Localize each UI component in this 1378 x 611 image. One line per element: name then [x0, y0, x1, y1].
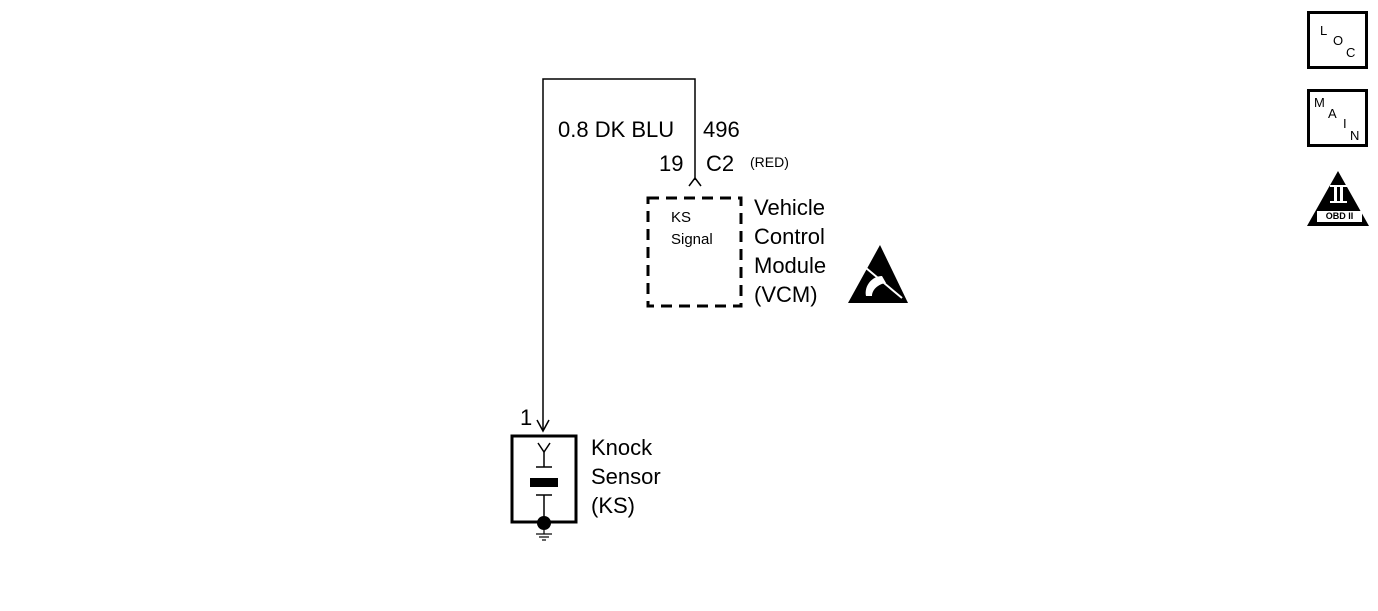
piezo-element-icon [530, 442, 558, 518]
circuit-number: 496 [703, 117, 740, 142]
main-letter-n: N [1350, 128, 1360, 143]
connector-color: (RED) [750, 154, 789, 170]
connector-chevron [688, 176, 702, 187]
knock-sensor-pin: 1 [520, 405, 533, 430]
obd-ii-icon[interactable] [1307, 171, 1369, 226]
main-letter-m: M [1314, 95, 1325, 110]
wire-gauge-color: 0.8 DK BLU [558, 117, 675, 142]
connector-name: C2 [706, 151, 735, 176]
wire-496 [542, 78, 696, 430]
knock-sensor-name-line-2: Sensor [591, 464, 661, 489]
connector-pin: 19 [659, 151, 684, 176]
knock-sensor-name-line-3: (KS) [591, 493, 635, 518]
vcm-name-line-4: (VCM) [754, 282, 818, 307]
vcm-terminal-label-ks: KS [671, 209, 692, 226]
loc-letter-o: O [1333, 33, 1344, 48]
main-letter-i: I [1343, 116, 1347, 131]
main-letter-a: A [1328, 106, 1337, 121]
esd-warning-icon [848, 245, 908, 303]
vcm-name-line-3: Module [754, 253, 827, 278]
loc-letter-l: L [1320, 23, 1328, 38]
ground-icon [536, 516, 552, 541]
wire-arrowhead [536, 419, 550, 433]
knock-sensor-name-line-1: Knock [591, 435, 653, 460]
vcm-terminal-label-signal: Signal [671, 231, 713, 248]
main-button[interactable]: M A I N [1307, 89, 1368, 147]
loc-letter-c: C [1346, 45, 1356, 60]
obd-ii-label: OBD II [1325, 211, 1354, 221]
vcm-box [646, 196, 743, 308]
vcm-name-line-1: Vehicle [754, 195, 825, 220]
vcm-name-line-2: Control [754, 224, 825, 249]
loc-button[interactable]: L O C [1307, 11, 1368, 69]
